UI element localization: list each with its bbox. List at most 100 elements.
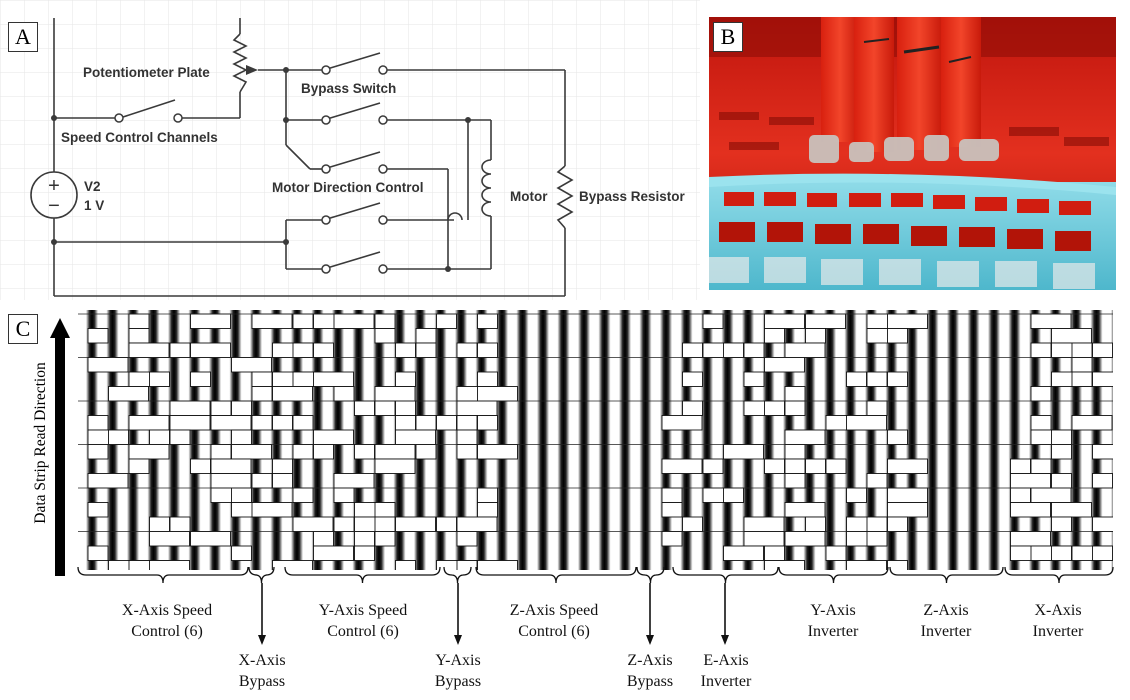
strip-cell <box>395 400 416 416</box>
pointer-arrowhead <box>454 635 462 645</box>
strip-cell <box>1092 516 1113 532</box>
source-name-label: V2 <box>84 179 101 194</box>
strip-cell <box>723 487 744 503</box>
motor-label: Motor <box>510 189 548 204</box>
strip-cell <box>313 545 354 561</box>
source-value-label: 1 V <box>84 198 104 213</box>
strip-cell <box>169 415 211 431</box>
strip-cell <box>784 400 806 416</box>
strip-cell <box>1051 516 1072 532</box>
strip-column <box>947 310 959 570</box>
strip-cell <box>292 516 334 532</box>
strip-cell <box>374 516 396 532</box>
strip-cell <box>866 516 888 532</box>
strip-cell <box>108 429 129 445</box>
strip-cell <box>702 458 724 474</box>
strip-cell <box>887 458 928 474</box>
strip-cell <box>190 342 231 358</box>
strip-cell <box>272 560 313 570</box>
group-brace <box>443 566 472 584</box>
strip-cell <box>292 415 314 431</box>
strip-cell <box>415 342 437 358</box>
strip-cell <box>723 545 764 561</box>
strip-cell <box>333 487 355 503</box>
strip-cell <box>333 516 355 532</box>
strip-cell <box>149 560 190 570</box>
strip-cell <box>456 342 478 358</box>
strip-cell <box>1010 531 1051 547</box>
label-y-speed: Y-Axis Speed Control (6) <box>318 602 408 640</box>
label-y-bypass: Y-Axis Bypass <box>434 652 482 690</box>
strip-cell <box>784 444 806 460</box>
source-plus: + <box>48 175 60 197</box>
strip-cell <box>784 429 826 445</box>
strip-cell <box>149 429 170 445</box>
panel-a-label: A <box>8 22 38 52</box>
strip-cell <box>477 502 498 518</box>
strip-cell <box>87 357 129 373</box>
strip-cell <box>395 516 436 532</box>
strip-cell <box>1092 545 1113 561</box>
strip-cell <box>887 313 928 329</box>
strip-cell <box>1071 342 1093 358</box>
strip-cell <box>661 487 683 503</box>
strip-cell <box>1030 342 1052 358</box>
strip-cell <box>743 516 785 532</box>
strip-cell <box>456 516 498 532</box>
strip-cell <box>149 531 190 547</box>
strip-cell <box>292 313 314 329</box>
strip-column <box>926 310 939 570</box>
group-brace <box>636 566 665 584</box>
strip-cell <box>436 313 457 329</box>
strip-cell <box>251 313 293 329</box>
strip-cell <box>723 444 764 460</box>
strip-rows <box>78 313 1113 532</box>
strip-cell <box>1071 415 1113 431</box>
strip-cell <box>846 371 867 387</box>
strip-cell <box>682 371 703 387</box>
strip-cell <box>887 429 908 445</box>
strip-column <box>1111 310 1113 570</box>
strip-cell <box>87 444 109 460</box>
strip-cell <box>87 415 109 431</box>
strip-cell <box>272 458 293 474</box>
strip-cell <box>190 313 231 329</box>
strip-cell <box>210 400 232 416</box>
group-brace <box>889 566 1004 584</box>
strip-cell <box>456 560 478 570</box>
strip-cell <box>415 328 437 344</box>
strip-cell <box>764 400 785 416</box>
strip-column <box>701 310 713 570</box>
strip-cell <box>825 545 847 561</box>
strip-cell <box>682 342 703 358</box>
strip-cell <box>354 444 375 460</box>
strip-cell <box>887 502 928 518</box>
strip-cell <box>1092 342 1113 358</box>
strip-cell <box>805 313 846 329</box>
strip-cell <box>1030 386 1052 402</box>
strip-column <box>721 310 734 570</box>
switch-contacts <box>114 65 388 274</box>
strip-cell <box>210 444 232 460</box>
strip-cell <box>149 371 170 387</box>
red-sticks <box>821 17 981 152</box>
strip-cell <box>1051 328 1092 344</box>
strip-cell <box>846 560 887 570</box>
strip-column <box>598 310 611 570</box>
strip-cell <box>846 415 887 431</box>
strip-cell <box>743 342 765 358</box>
strip-column <box>824 310 836 570</box>
strip-cell <box>354 400 375 416</box>
strip-cell <box>456 429 478 445</box>
strip-cell <box>415 444 437 460</box>
strip-cell <box>374 386 416 402</box>
strip-column <box>1008 310 1021 570</box>
strip-cell <box>374 458 416 474</box>
strip-cell <box>477 386 518 402</box>
data-strip-pattern <box>78 310 1113 570</box>
strip-cell <box>805 516 826 532</box>
pointer-arrowhead <box>258 635 266 645</box>
strip-cell <box>764 313 805 329</box>
panel-b-photo <box>709 17 1116 290</box>
strip-cell <box>292 487 314 503</box>
